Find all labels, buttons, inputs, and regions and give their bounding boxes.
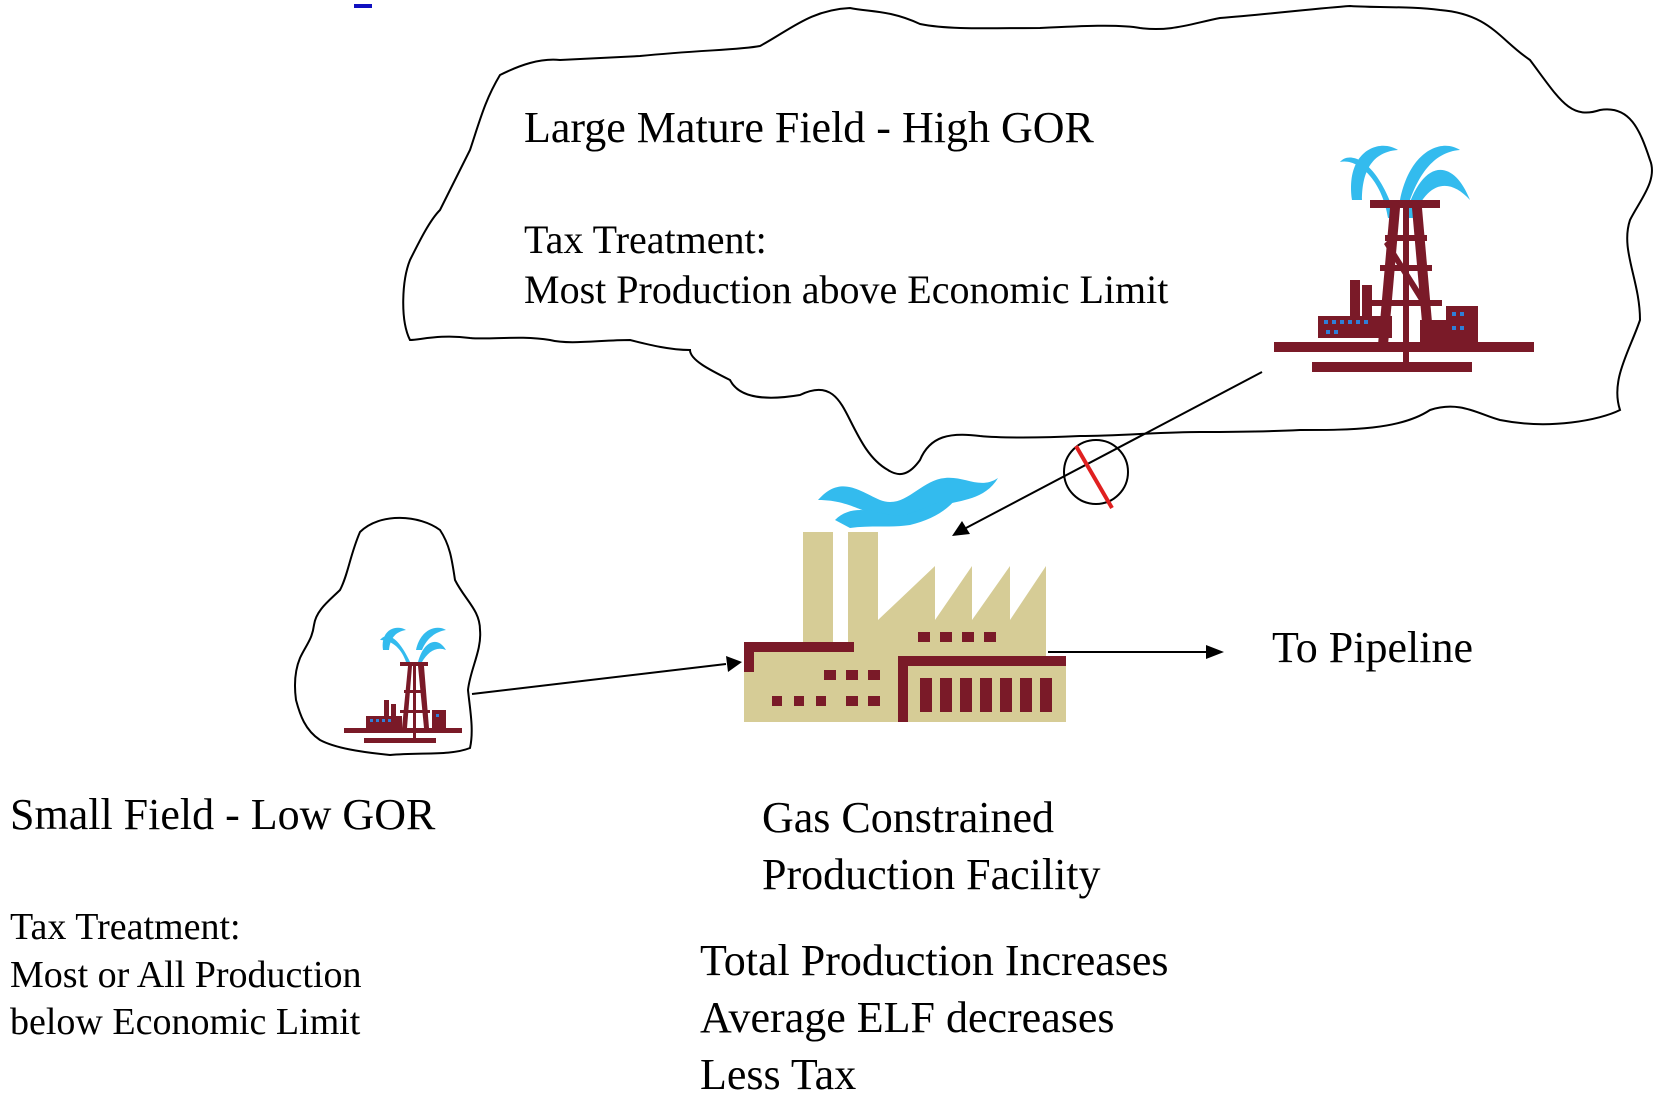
- large-rig-icon: [1274, 145, 1534, 372]
- facility-label: Gas Constrained Production Facility: [762, 789, 1101, 903]
- facility-results: Total Production Increases Average ELF d…: [700, 932, 1169, 1104]
- arrow-to-pipeline: [1048, 645, 1224, 659]
- large-field-tax-label: Tax Treatment:: [524, 217, 767, 262]
- facility-result-1: Total Production Increases: [700, 936, 1169, 985]
- arrow-large-to-facility: [952, 371, 1263, 536]
- small-field-tax-line1: Most or All Production: [10, 953, 362, 996]
- small-field-outline: [294, 516, 482, 757]
- small-rig-icon: [344, 627, 462, 743]
- facility-label-line2: Production Facility: [762, 850, 1101, 900]
- small-field-title: Small Field - Low GOR: [10, 790, 436, 839]
- small-field-tax-block: Tax Treatment: Most or All Production be…: [10, 904, 362, 1047]
- blocked-valve-icon: [1063, 439, 1129, 510]
- large-field-tax-block: Tax Treatment: Most Production above Eco…: [524, 215, 1168, 315]
- facility-result-3: Less Tax: [700, 1050, 857, 1100]
- factory-icon: [744, 477, 1066, 722]
- small-field-tax-label: Tax Treatment:: [10, 906, 241, 948]
- large-field-title: Large Mature Field - High GOR: [524, 103, 1094, 152]
- small-field-tax-line2: below Economic Limit: [10, 1001, 361, 1043]
- facility-label-line1: Gas Constrained: [762, 793, 1055, 842]
- arrow-small-to-facility: [471, 656, 742, 695]
- pipeline-label: To Pipeline: [1272, 623, 1474, 672]
- large-field-tax-text: Most Production above Economic Limit: [524, 267, 1169, 312]
- large-field-outline: [402, 4, 1653, 476]
- facility-result-2: Average ELF decreases: [700, 993, 1115, 1043]
